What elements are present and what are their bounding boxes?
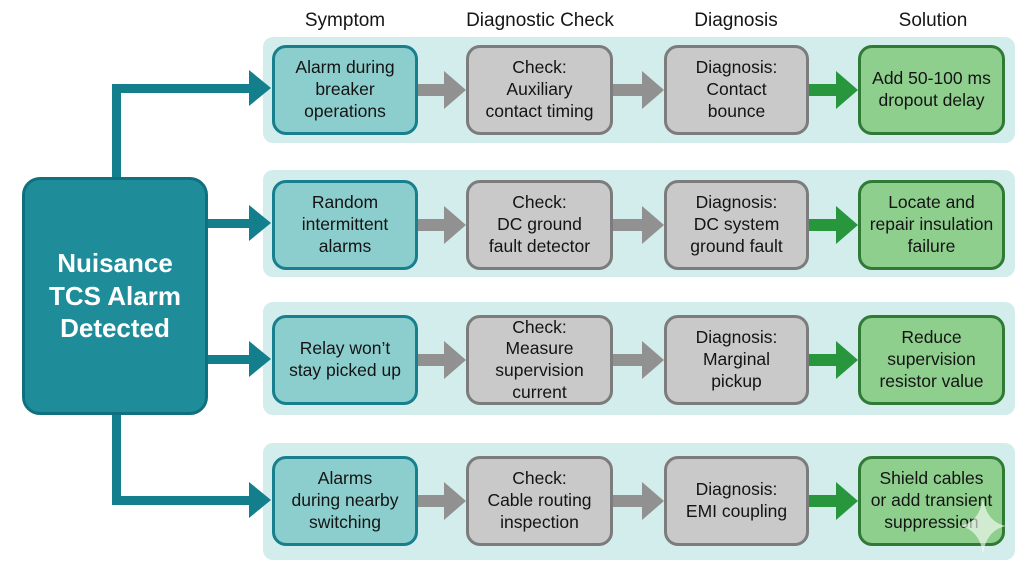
diagnostic-check-box-row2: Check: DC ground fault detector — [466, 180, 613, 270]
connector-row2-shaft — [206, 219, 249, 228]
arrow-diagnosis-to-solution-row1 — [809, 71, 858, 109]
solution-box-row1: Add 50-100 ms dropout delay — [858, 45, 1005, 135]
connector-row3-arrowhead-icon — [249, 341, 271, 377]
arrow-shaft — [418, 354, 444, 366]
diagnostic-check-box-row4: Check: Cable routing inspection — [466, 456, 613, 546]
arrow-shaft — [418, 495, 444, 507]
solution-box-row2: Locate and repair insulation failure — [858, 180, 1005, 270]
arrowhead-icon — [444, 206, 466, 244]
arrow-diagnosis-to-solution-row3 — [809, 341, 858, 379]
symptom-box-row3: Relay won’t stay picked up — [272, 315, 418, 405]
arrow-shaft — [809, 219, 836, 231]
symptom-box-row1: Alarm during breaker operations — [272, 45, 418, 135]
column-header-symptom: Symptom — [304, 10, 386, 31]
connector-row4-arrowhead-icon — [249, 482, 271, 518]
solution-box-row3: Reduce supervision resistor value — [858, 315, 1005, 405]
arrowhead-icon — [836, 206, 858, 244]
diagnosis-box-row2: Diagnosis: DC system ground fault — [664, 180, 809, 270]
arrow-check-to-diagnosis-row3 — [613, 341, 664, 379]
column-header-diagnosis: Diagnosis — [694, 10, 778, 31]
column-header-diagnostic-check: Diagnostic Check — [466, 10, 614, 31]
column-header-solution: Solution — [898, 10, 968, 31]
arrowhead-icon — [642, 206, 664, 244]
arrowhead-icon — [444, 482, 466, 520]
connector-row3-shaft — [206, 355, 249, 364]
arrowhead-icon — [444, 341, 466, 379]
arrow-symptom-to-check-row4 — [418, 482, 466, 520]
diagnosis-box-row4: Diagnosis: EMI coupling — [664, 456, 809, 546]
connector-vertical-top — [112, 84, 121, 179]
arrowhead-icon — [642, 482, 664, 520]
arrow-shaft — [418, 219, 444, 231]
arrowhead-icon — [642, 71, 664, 109]
arrow-check-to-diagnosis-row1 — [613, 71, 664, 109]
arrow-shaft — [613, 495, 642, 507]
diagnostic-check-box-row1: Check: Auxiliary contact timing — [466, 45, 613, 135]
symptom-box-row2: Random intermittent alarms — [272, 180, 418, 270]
arrowhead-icon — [836, 482, 858, 520]
arrow-shaft — [809, 84, 836, 96]
arrow-shaft — [809, 354, 836, 366]
arrowhead-icon — [642, 341, 664, 379]
arrow-symptom-to-check-row3 — [418, 341, 466, 379]
diagnosis-box-row3: Diagnosis: Marginal pickup — [664, 315, 809, 405]
arrowhead-icon — [836, 71, 858, 109]
connector-row1-shaft — [112, 84, 249, 93]
symptom-box-row4: Alarms during nearby switching — [272, 456, 418, 546]
arrow-check-to-diagnosis-row2 — [613, 206, 664, 244]
connector-vertical-bottom — [112, 413, 121, 505]
diagnostic-check-box-row3: Check: Measure supervision current — [466, 315, 613, 405]
connector-row1-arrowhead-icon — [249, 70, 271, 106]
arrow-shaft — [613, 219, 642, 231]
diagnosis-box-row1: Diagnosis: Contact bounce — [664, 45, 809, 135]
arrow-check-to-diagnosis-row4 — [613, 482, 664, 520]
arrow-diagnosis-to-solution-row2 — [809, 206, 858, 244]
connector-row4-shaft — [112, 496, 249, 505]
sparkle-icon — [960, 498, 1006, 554]
arrow-diagnosis-to-solution-row4 — [809, 482, 858, 520]
root-node-nuisance-tcs-alarm: Nuisance TCS Alarm Detected — [22, 177, 208, 415]
arrow-shaft — [613, 84, 642, 96]
arrow-shaft — [418, 84, 444, 96]
arrow-shaft — [613, 354, 642, 366]
arrow-symptom-to-check-row2 — [418, 206, 466, 244]
arrowhead-icon — [444, 71, 466, 109]
arrow-shaft — [809, 495, 836, 507]
arrow-symptom-to-check-row1 — [418, 71, 466, 109]
connector-row2-arrowhead-icon — [249, 205, 271, 241]
arrowhead-icon — [836, 341, 858, 379]
